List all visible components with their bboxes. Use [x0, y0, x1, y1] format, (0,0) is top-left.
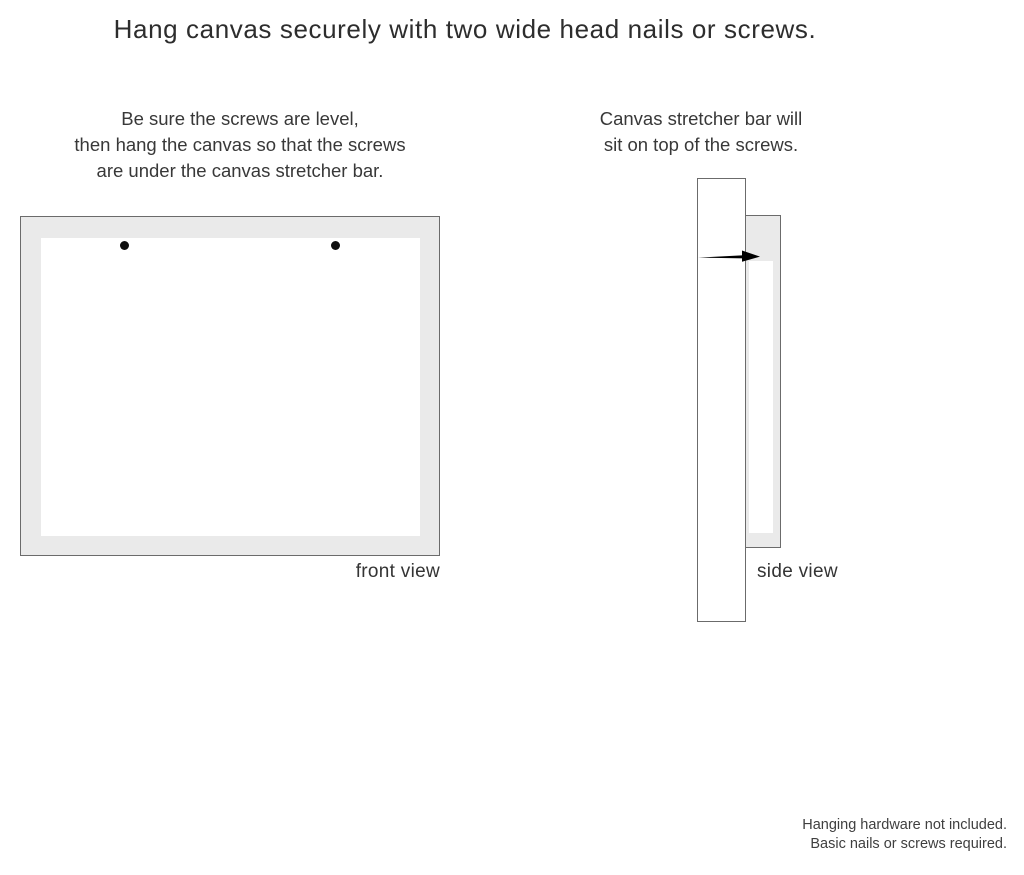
side-view-instructions: Canvas stretcher bar will sit on top of …	[540, 106, 862, 158]
side-view-canvas-edge	[745, 215, 781, 548]
side-view-instruction-line: sit on top of the screws.	[603, 134, 799, 155]
front-view-instructions: Be sure the screws are level, then hang …	[20, 106, 460, 184]
page-title: Hang canvas securely with two wide head …	[113, 14, 817, 44]
front-view-label: front view	[355, 561, 440, 582]
footer-note: Hanging hardware not included. Basic nai…	[802, 816, 1007, 854]
front-view-instruction-line: then hang the canvas so that the screws	[74, 134, 406, 155]
footer-note-line: Basic nails or screws required.	[810, 836, 1007, 852]
nail-icon	[694, 247, 764, 267]
side-view-instruction-line: Canvas stretcher bar will	[599, 108, 803, 129]
side-view-label: side view	[757, 561, 838, 582]
front-view-canvas-inner	[41, 238, 420, 536]
side-view-canvas-inner	[749, 261, 773, 533]
screw-right-icon	[331, 241, 340, 250]
front-view-instruction-line: are under the canvas stretcher bar.	[96, 160, 384, 181]
screw-left-icon	[120, 241, 129, 250]
front-view-instruction-line: Be sure the screws are level,	[121, 108, 359, 129]
footer-note-line: Hanging hardware not included.	[802, 817, 1007, 833]
front-view-canvas	[20, 216, 440, 556]
stretcher-bar	[697, 178, 746, 622]
